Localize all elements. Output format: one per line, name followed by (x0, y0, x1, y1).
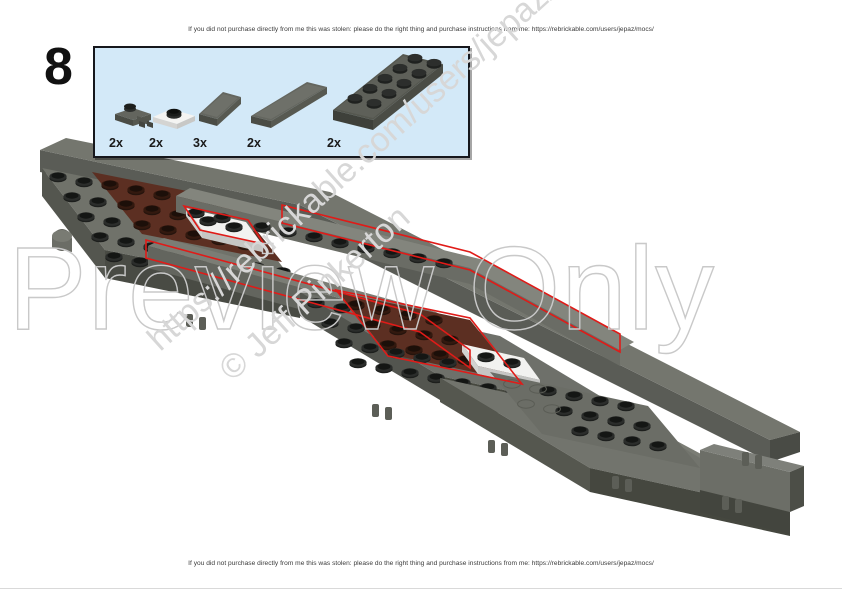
parts-callout-box: 2x 2x (93, 46, 470, 158)
callout-part-1: 2x (109, 96, 165, 150)
right-deck-plate (490, 372, 700, 468)
part-quantity: 2x (149, 136, 163, 150)
header-disclaimer: If you did not purchase directly from me… (188, 26, 654, 33)
callout-part-4: 2x (247, 76, 337, 150)
part-quantity: 2x (109, 136, 123, 150)
footer-disclaimer: If you did not purchase directly from me… (188, 560, 654, 567)
tile-1x4-icon (193, 84, 255, 135)
plate-1x2-with-black-stud-icon (149, 96, 205, 135)
clip-pins (186, 314, 632, 492)
new-part-highlight (145, 203, 621, 386)
plate-2x8-icon (327, 48, 457, 135)
callout-part-5: 2x (327, 48, 457, 150)
part-quantity: 2x (327, 136, 341, 150)
part-quantity: 2x (247, 136, 261, 150)
step-number: 8 (44, 38, 73, 96)
left-buffer-peg (52, 229, 72, 252)
callout-part-2: 2x (149, 96, 205, 150)
part-quantity: 3x (193, 136, 207, 150)
upper-rail (176, 188, 634, 366)
plate-1x2-with-horizontal-clip-icon (109, 96, 165, 135)
right-end-block (700, 444, 804, 534)
footer-divider (0, 588, 842, 589)
tile-1x8-icon (247, 76, 337, 135)
callout-part-3: 3x (193, 84, 255, 150)
